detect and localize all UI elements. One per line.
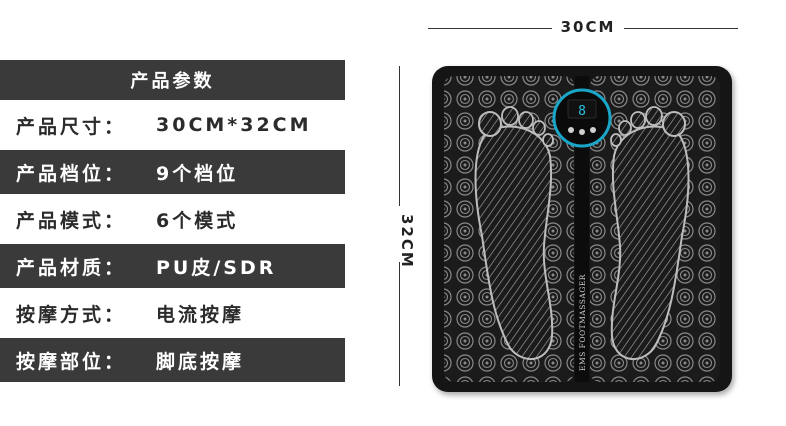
spec-label: 按摩方式： xyxy=(16,303,127,326)
plus-button[interactable] xyxy=(590,127,596,133)
center-divider xyxy=(575,76,589,382)
width-dimension: 30CM xyxy=(428,18,738,40)
spec-row-modes: 产品模式： 6个模式 xyxy=(0,197,345,241)
width-label: 30CM xyxy=(560,18,616,36)
spec-value: 9个档位 xyxy=(156,162,239,185)
spec-table: 产品参数 产品尺寸： 30CM*32CM 产品档位： 9个档位 产品模式： 6个… xyxy=(0,60,345,382)
minus-button[interactable] xyxy=(568,127,574,133)
dimension-line xyxy=(624,28,738,29)
spec-label: 按摩部位： xyxy=(16,350,127,373)
right-foot-outline xyxy=(610,106,690,360)
spec-label: 产品尺寸： xyxy=(16,115,127,138)
spec-row-levels: 产品档位： 9个档位 xyxy=(0,150,345,194)
spec-label: 产品模式： xyxy=(16,209,127,232)
spec-table-title: 产品参数 xyxy=(130,71,215,92)
spec-value: 30CM*32CM xyxy=(156,114,312,136)
level-display: 8 xyxy=(578,104,586,119)
spec-value: 6个模式 xyxy=(156,209,239,232)
mat-illustration: 8 EMS FOOTMASSAGER xyxy=(444,76,720,382)
height-dimension: 32CM xyxy=(388,66,416,386)
spec-row-area: 按摩部位： 脚底按摩 xyxy=(0,338,345,382)
spec-row-material: 产品材质： PU皮/SDR xyxy=(0,244,345,288)
left-foot-outline xyxy=(474,106,554,360)
spec-row-size: 产品尺寸： 30CM*32CM xyxy=(0,103,345,147)
dimension-line xyxy=(399,66,400,206)
dimension-line xyxy=(428,28,552,29)
foot-massager-mat: 8 EMS FOOTMASSAGER xyxy=(432,66,732,392)
spec-label: 产品材质： xyxy=(16,256,127,279)
dimension-line xyxy=(399,262,400,386)
spec-table-header: 产品参数 xyxy=(0,60,345,100)
spec-row-method: 按摩方式： 电流按摩 xyxy=(0,291,345,335)
spec-label: 产品档位： xyxy=(16,162,127,185)
height-label: 32CM xyxy=(398,214,416,269)
spec-value: 电流按摩 xyxy=(156,303,245,326)
spec-value: PU皮/SDR xyxy=(156,256,277,279)
mode-button[interactable] xyxy=(579,129,585,135)
brand-text: EMS FOOTMASSAGER xyxy=(578,274,587,371)
spec-value: 脚底按摩 xyxy=(156,350,245,373)
control-panel[interactable]: 8 xyxy=(552,88,612,148)
